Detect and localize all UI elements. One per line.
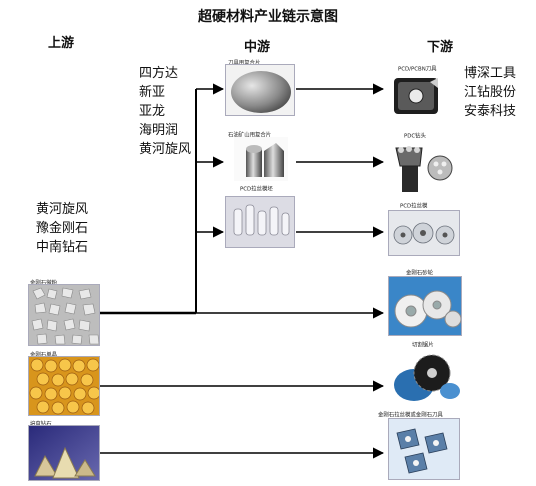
oil-mining-compact-image — [234, 137, 288, 181]
pcd-die-blank-image — [225, 196, 295, 248]
downstream-caption-grinding-wheel: 金刚石砂轮 — [406, 269, 434, 277]
diamond-tool-image — [388, 418, 460, 480]
upstream-caption-single-crystal: 金刚石单晶 — [30, 351, 58, 359]
midstream-company-list: 四方达 新亚 亚龙 海明润 黄河旋风 — [139, 66, 192, 157]
stage-upstream-label: 上游 — [48, 36, 75, 51]
stage-downstream-label: 下游 — [427, 40, 454, 55]
downstream-caption-pcd-die: PCD拉丝模 — [400, 202, 428, 210]
pdc-bit-image — [392, 138, 458, 196]
upstream-caption-grown-diamond: 培育钻石 — [30, 420, 52, 428]
grinding-wheel-image — [388, 276, 462, 336]
pcd-tool-image — [388, 72, 448, 122]
midstream-caption-tool-compact: 刀具用复合片 — [228, 59, 261, 67]
downstream-caption-pdc-bit: PDC钻头 — [404, 132, 426, 140]
midstream-caption-die-blank: PCD拉丝模坯 — [240, 185, 273, 193]
stage-midstream-label: 中游 — [244, 40, 271, 55]
tool-compact-image — [225, 64, 295, 116]
upstream-caption-powder: 金刚石微粉 — [30, 279, 58, 287]
upstream-company-list: 黄河旋风 豫金刚石 中南钻石 — [36, 202, 89, 255]
pcd-die-image — [388, 210, 460, 256]
diamond-powder-image — [28, 284, 100, 346]
downstream-caption-saw-blade: 切割锯片 — [412, 341, 434, 349]
downstream-caption-diamond-tool: 金刚石拉丝模或金刚石刀具 — [378, 411, 443, 419]
diagram-title: 超硬材料产业链示意图 — [198, 9, 338, 25]
grown-diamond-image — [28, 425, 100, 481]
downstream-caption-pcd-tool: PCD/PCBN刀具 — [398, 65, 437, 73]
saw-blade-image — [388, 347, 462, 407]
midstream-caption-oil-compact: 石油矿山用复合片 — [228, 131, 272, 139]
downstream-company-list: 博深工具 江钻股份 安泰科技 — [464, 66, 517, 119]
diamond-single-crystal-image — [28, 356, 100, 416]
